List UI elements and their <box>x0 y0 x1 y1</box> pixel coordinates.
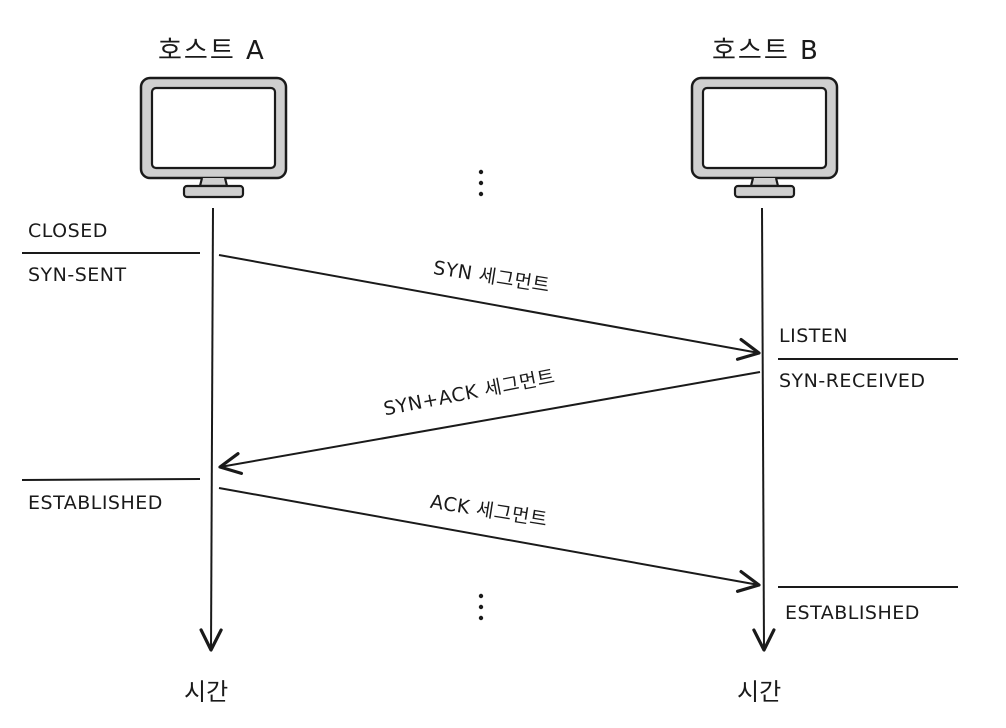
monitor-icon-host-a <box>139 76 288 199</box>
state-b-listen: LISTEN <box>779 325 849 347</box>
ellipsis-top-icon <box>478 169 484 197</box>
monitor-icon-host-b <box>690 76 839 199</box>
timeline-host-b <box>752 207 776 652</box>
state-b-syn-received: SYN-RECEIVED <box>779 370 926 392</box>
time-label-b: 시간 <box>737 678 782 706</box>
host-a-label: 호스트 A <box>158 36 266 66</box>
state-divider-a-established <box>21 478 201 481</box>
state-a-syn-sent: SYN-SENT <box>28 264 127 286</box>
syn-ack-arrow <box>218 371 761 475</box>
syn-arrow <box>218 254 761 361</box>
state-a-established: ESTABLISHED <box>28 492 163 514</box>
state-a-closed: CLOSED <box>28 220 108 242</box>
time-label-a: 시간 <box>184 678 229 706</box>
state-b-established: ESTABLISHED <box>785 602 920 624</box>
host-b-label: 호스트 B <box>712 36 820 66</box>
ack-arrow <box>218 487 761 593</box>
timeline-host-a <box>199 207 223 652</box>
ellipsis-bottom-icon <box>478 593 484 621</box>
